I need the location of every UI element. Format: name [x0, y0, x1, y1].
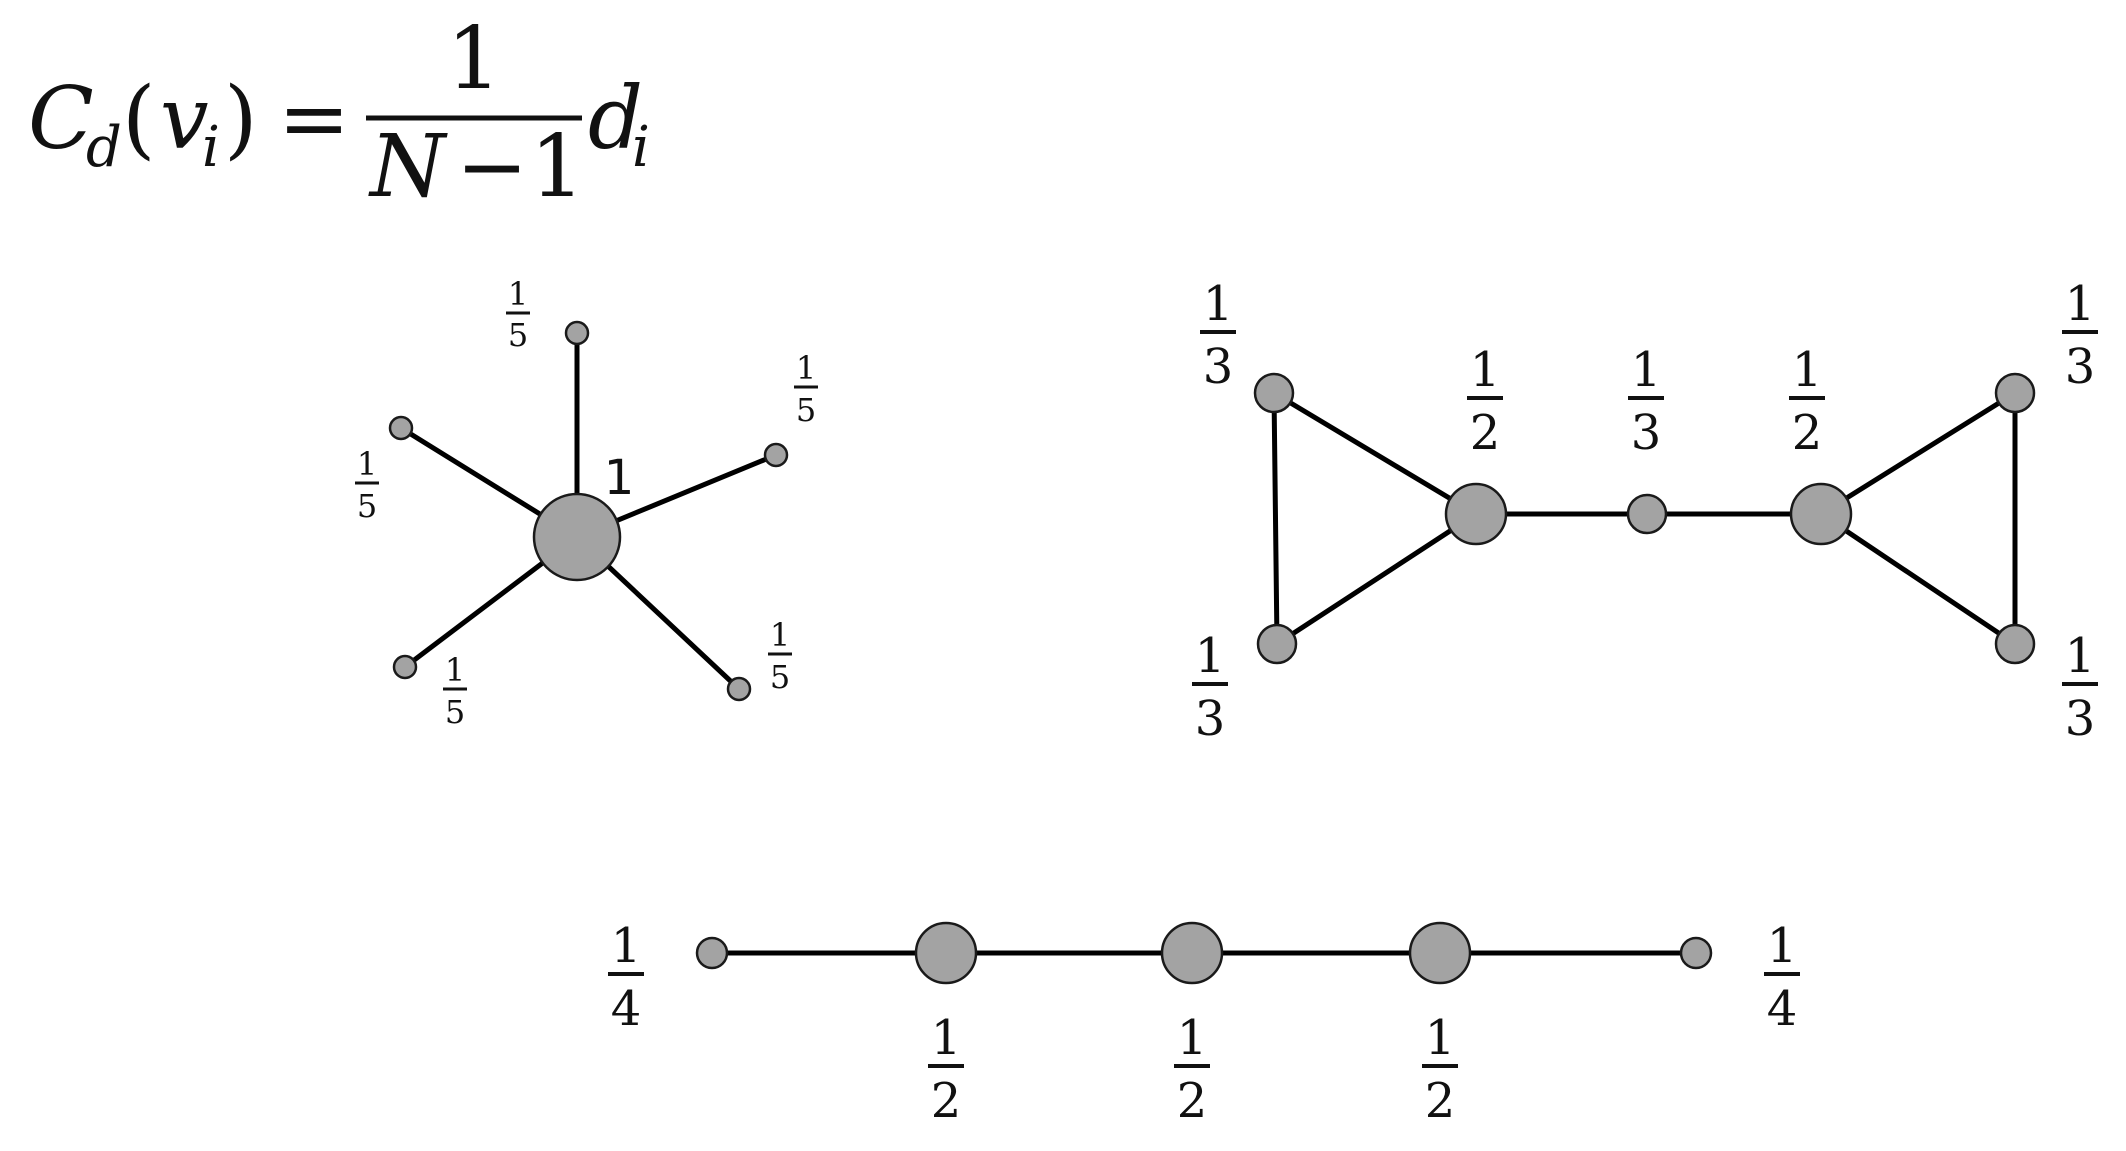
path-node-4 [1408, 921, 1472, 985]
star-leaf-node-lower-right [726, 676, 752, 702]
star-leaf-node-lower-left [392, 654, 418, 680]
path-label-1: 1 4 [608, 918, 644, 1037]
star-center-node [532, 492, 622, 582]
path-label-3-denominator: 2 [1177, 1073, 1208, 1129]
formula-denominator-minus: − [456, 117, 528, 217]
bowtie-label-right-hub-numerator: 1 [1792, 342, 1823, 398]
bowtie-label-right-hub-denominator: 2 [1792, 405, 1823, 461]
path-label-3: 1 2 [1174, 1010, 1210, 1129]
path-node-3 [1160, 921, 1224, 985]
bowtie-label-middle-denominator: 3 [1631, 405, 1662, 461]
path-label-2-numerator: 1 [931, 1010, 962, 1066]
star-label-upper-right: 1 5 [794, 349, 818, 429]
bowtie-label-left-bottom: 1 3 [1192, 628, 1228, 747]
star-label-lower-right-numerator: 1 [770, 616, 790, 654]
formula-open-paren: ( [122, 69, 156, 169]
formula-denominator-N: N [368, 117, 448, 217]
star-leaf-node-upper-left [388, 415, 414, 441]
formula-C: C [28, 69, 94, 169]
formula-v-subscript: i [202, 115, 220, 180]
formula-d: d [588, 69, 643, 169]
bowtie-label-left-hub-denominator: 2 [1470, 405, 1501, 461]
bowtie-label-left-hub: 1 2 [1467, 342, 1503, 461]
bowtie-label-left-bottom-denominator: 3 [1195, 691, 1226, 747]
formula-d-subscript: i [632, 115, 650, 180]
degree-centrality-formula: C d ( v i ) = 1 N − 1 d i [28, 9, 650, 217]
path-node-2 [914, 921, 978, 985]
bowtie-label-left-top-numerator: 1 [1203, 276, 1234, 332]
path-label-2-denominator: 2 [931, 1073, 962, 1129]
path-label-1-denominator: 4 [611, 981, 642, 1037]
bowtie-label-right-top-denominator: 3 [2065, 339, 2096, 395]
path-label-5-numerator: 1 [1767, 918, 1798, 974]
bowtie-edge-right-upper [1818, 390, 2018, 517]
bowtie-edge-left-lower [1274, 511, 1479, 647]
bowtie-label-left-bottom-numerator: 1 [1195, 628, 1226, 684]
bowtie-edge-right-lower [1818, 511, 2018, 647]
path-label-1-numerator: 1 [611, 918, 642, 974]
bowtie-node-right-hub [1789, 482, 1853, 546]
bowtie-label-right-bottom: 1 3 [2062, 628, 2098, 747]
bowtie-edge-left-vertical [1271, 390, 1280, 647]
star-graph: 1 1 5 1 5 1 5 1 5 1 5 [355, 275, 818, 731]
star-label-lower-right: 1 5 [768, 616, 792, 696]
star-label-top-denominator: 5 [508, 316, 528, 354]
star-label-lower-left: 1 5 [443, 651, 467, 731]
path-label-2: 1 2 [928, 1010, 964, 1129]
star-center-label: 1 [604, 450, 635, 506]
bowtie-label-right-bottom-numerator: 1 [2065, 628, 2096, 684]
bowtie-node-left-bottom [1256, 623, 1298, 665]
bowtie-graph: 1 3 1 3 1 2 1 3 1 2 1 3 1 [1192, 276, 2098, 747]
star-label-upper-left: 1 5 [355, 445, 379, 525]
path-node-1 [695, 936, 729, 970]
bowtie-label-left-top-denominator: 3 [1203, 339, 1234, 395]
bowtie-label-right-top: 1 3 [2062, 276, 2098, 395]
bowtie-label-right-top-numerator: 1 [2065, 276, 2096, 332]
path-label-4-denominator: 2 [1425, 1073, 1456, 1129]
star-label-upper-left-denominator: 5 [357, 487, 377, 525]
path-label-5-denominator: 4 [1767, 981, 1798, 1037]
formula-denominator-one: 1 [530, 117, 585, 217]
formula-numerator: 1 [447, 9, 502, 109]
star-leaf-node-top [564, 320, 590, 346]
bowtie-node-left-top [1253, 372, 1295, 414]
formula-close-paren: ) [224, 69, 258, 169]
formula-v: v [160, 69, 209, 169]
path-node-5 [1679, 936, 1713, 970]
bowtie-node-middle [1626, 493, 1668, 535]
bowtie-node-right-top [1994, 372, 2036, 414]
bowtie-label-middle: 1 3 [1628, 342, 1664, 461]
formula-C-subscript: d [86, 115, 122, 180]
star-leaf-node-upper-right [763, 442, 789, 468]
path-label-4: 1 2 [1422, 1010, 1458, 1129]
path-label-5: 1 4 [1764, 918, 1800, 1037]
path-graph: 1 4 1 2 1 2 1 2 1 4 [608, 918, 1800, 1129]
star-label-lower-right-denominator: 5 [770, 658, 790, 696]
bowtie-label-middle-numerator: 1 [1631, 342, 1662, 398]
path-label-4-numerator: 1 [1425, 1010, 1456, 1066]
bowtie-label-left-top: 1 3 [1200, 276, 1236, 395]
star-label-lower-left-numerator: 1 [445, 651, 465, 689]
star-label-upper-right-numerator: 1 [796, 349, 816, 387]
bowtie-label-right-bottom-denominator: 3 [2065, 691, 2096, 747]
star-label-top: 1 5 [506, 275, 530, 354]
formula-equals: = [278, 69, 350, 169]
star-label-lower-left-denominator: 5 [445, 693, 465, 731]
bowtie-label-right-hub: 1 2 [1789, 342, 1825, 461]
path-label-3-numerator: 1 [1177, 1010, 1208, 1066]
bowtie-node-right-bottom [1994, 623, 2036, 665]
bowtie-node-left-hub [1444, 482, 1508, 546]
star-label-top-numerator: 1 [508, 275, 528, 313]
bowtie-label-left-hub-numerator: 1 [1470, 342, 1501, 398]
star-label-upper-right-denominator: 5 [796, 391, 816, 429]
star-label-upper-left-numerator: 1 [357, 445, 377, 483]
bowtie-edge-left-upper [1271, 390, 1479, 517]
